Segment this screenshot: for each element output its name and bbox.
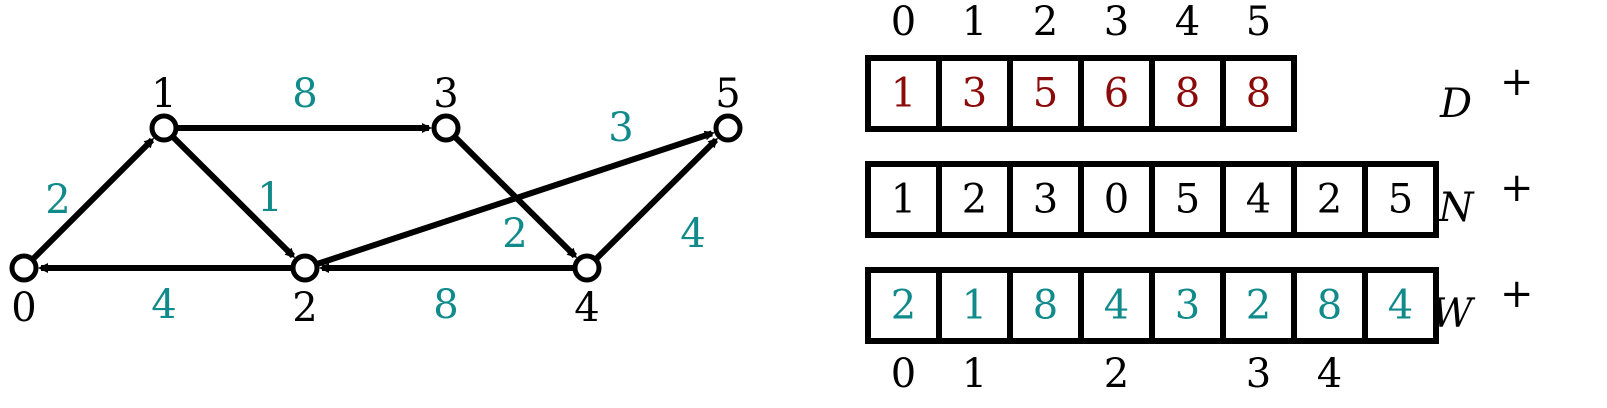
n-plus-cell-1: 2	[962, 177, 987, 223]
d-plus-index-0: 0	[891, 0, 916, 45]
edge-1-2	[170, 134, 296, 259]
w-plus-offset-index-5: 3	[1246, 351, 1271, 397]
d-plus-cell-5: 8	[1246, 71, 1271, 117]
w-plus-name: W	[1431, 291, 1475, 337]
d-plus-index-2: 2	[1033, 0, 1058, 45]
edge-weight-0-1: 2	[45, 177, 70, 223]
n-plus-name: N	[1438, 185, 1476, 231]
edge-weight-3-4: 2	[502, 211, 527, 257]
d-plus-cell-0: 1	[891, 71, 916, 117]
n-plus-superscript: +	[1500, 165, 1534, 211]
w-plus-offset-index-6: 4	[1317, 351, 1342, 397]
edge-weight-2-5: 3	[608, 105, 633, 151]
n-plus-cell-4: 5	[1175, 177, 1200, 223]
n-plus-cell-3: 0	[1104, 177, 1129, 223]
d-plus-cell-4: 8	[1175, 71, 1200, 117]
n-plus-cell-0: 1	[891, 177, 916, 223]
w-plus-cell-2: 8	[1033, 283, 1058, 329]
node-4	[572, 253, 602, 283]
graph-node-labels: 0 1 2 3 4 5	[11, 71, 740, 331]
w-plus-offset-index-0: 0	[891, 351, 916, 397]
d-plus-index-5: 5	[1246, 0, 1271, 45]
d-plus-superscript: +	[1500, 59, 1534, 105]
w-plus-cell-5: 2	[1246, 283, 1271, 329]
node-label-1: 1	[151, 71, 176, 117]
w-plus-cell-4: 3	[1175, 283, 1200, 329]
edge-0-1	[30, 137, 155, 262]
d-plus-index-1: 1	[962, 0, 987, 45]
node-label-5: 5	[715, 71, 740, 117]
n-plus-cell-7: 5	[1388, 177, 1413, 223]
edge-3-4	[452, 134, 578, 259]
w-plus-cell-7: 4	[1388, 283, 1413, 329]
w-plus-offset-index-3: 2	[1104, 351, 1129, 397]
d-plus-index-4: 4	[1175, 0, 1200, 45]
node-3	[431, 113, 461, 143]
edge-weight-2-0: 4	[151, 282, 176, 328]
edge-weight-4-5: 4	[680, 211, 705, 257]
node-label-3: 3	[433, 71, 458, 117]
node-label-0: 0	[11, 285, 36, 331]
graph-edges	[30, 123, 719, 273]
edge-4-5	[593, 137, 719, 262]
graph-nodes	[9, 113, 743, 283]
w-plus-cell-0: 2	[891, 283, 916, 329]
edge-weight-1-2: 1	[257, 175, 282, 221]
w-plus-offset-index-1: 1	[962, 351, 987, 397]
node-label-2: 2	[292, 285, 317, 331]
d-plus-index-3: 3	[1104, 0, 1129, 45]
node-1	[149, 113, 179, 143]
edge-weight-1-3: 8	[292, 71, 317, 117]
d-plus-name: D	[1439, 81, 1472, 127]
node-5	[713, 113, 743, 143]
w-plus-cell-3: 4	[1104, 283, 1129, 329]
n-plus-cell-2: 3	[1033, 177, 1058, 223]
w-plus-superscript: +	[1500, 271, 1534, 317]
edge-weight-4-2: 8	[433, 282, 458, 328]
node-0	[9, 253, 39, 283]
d-plus-cell-2: 5	[1033, 71, 1058, 117]
n-plus-cell-6: 2	[1317, 177, 1342, 223]
node-label-4: 4	[574, 285, 599, 331]
n-plus-cell-5: 4	[1246, 177, 1271, 223]
d-plus-cell-1: 3	[962, 71, 987, 117]
d-plus-cell-3: 6	[1104, 71, 1129, 117]
node-2	[290, 253, 320, 283]
w-plus-cell-6: 8	[1317, 283, 1342, 329]
w-plus-cell-1: 1	[962, 283, 987, 329]
